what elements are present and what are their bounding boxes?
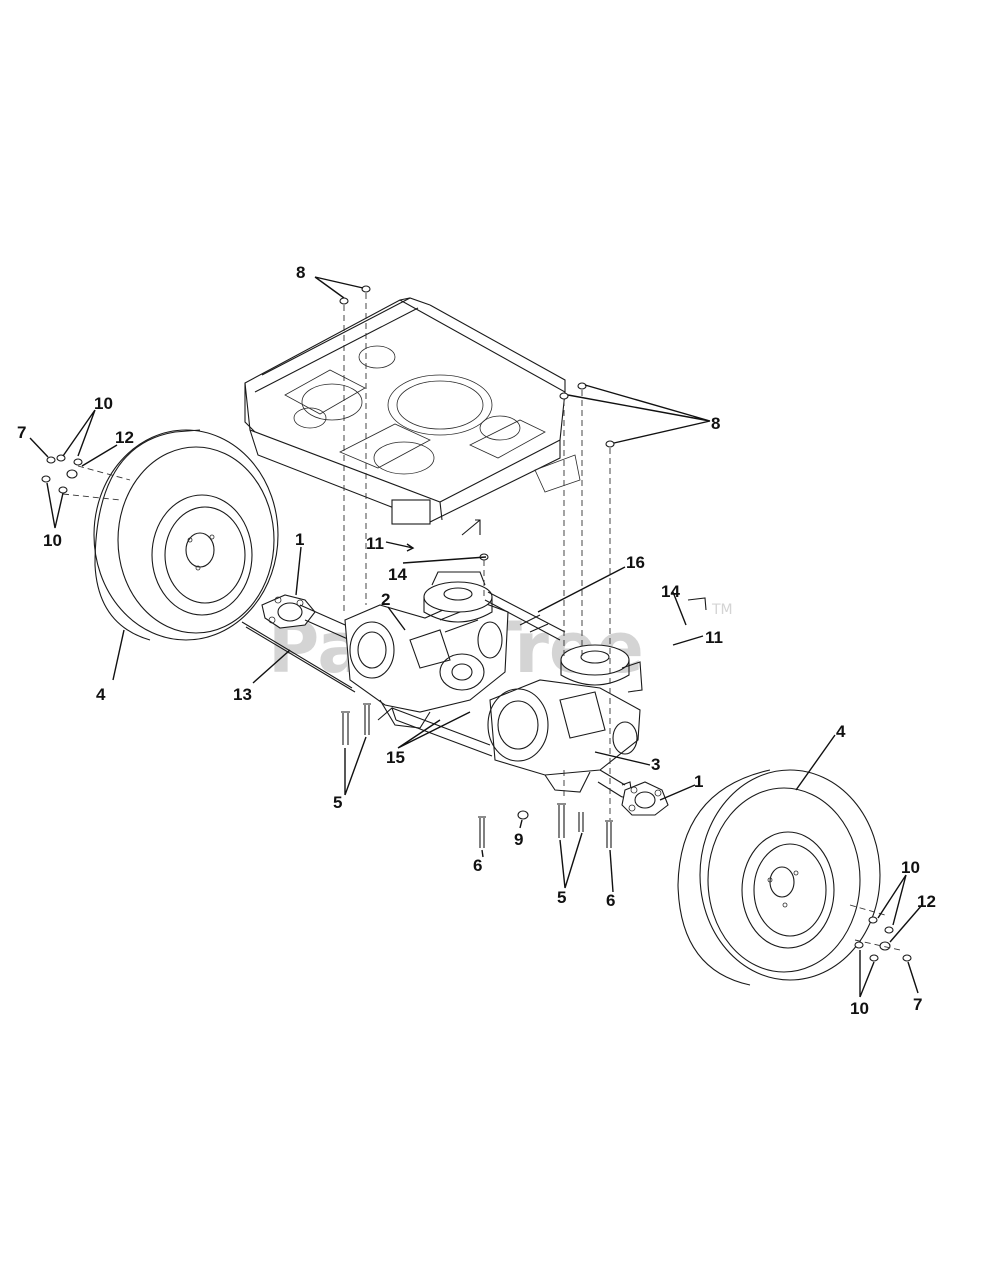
callout-6-right: 6 bbox=[606, 891, 615, 910]
callout-6-left: 6 bbox=[473, 856, 482, 875]
fasteners bbox=[41, 285, 912, 962]
callout-8-top: 8 bbox=[296, 263, 305, 282]
callout-11-left: 11 bbox=[366, 534, 384, 553]
arrow-11-left bbox=[406, 543, 415, 552]
left-pulley bbox=[423, 571, 493, 623]
callout-10-right-bottom: 10 bbox=[850, 999, 869, 1018]
callout-3: 3 bbox=[651, 755, 660, 774]
rod-16-tip bbox=[461, 519, 481, 536]
alignment-lines bbox=[62, 293, 901, 951]
callout-2: 2 bbox=[381, 590, 390, 609]
callout-10-left-bottom: 10 bbox=[43, 531, 62, 550]
frame-assembly bbox=[244, 297, 581, 525]
callout-5-right: 5 bbox=[557, 888, 566, 907]
callouts: 8 8 10 7 12 10 1 11 14 2 16 14 11 4 13 4… bbox=[17, 263, 936, 1018]
callout-14-right: 14 bbox=[661, 582, 680, 601]
callout-11-right: 11 bbox=[705, 628, 723, 647]
callout-7-left: 7 bbox=[17, 423, 26, 442]
callout-12-right: 12 bbox=[917, 892, 936, 911]
callout-7-right: 7 bbox=[913, 995, 922, 1014]
callout-1-right: 1 bbox=[694, 772, 703, 791]
right-transaxle bbox=[487, 679, 641, 793]
callout-15: 15 bbox=[386, 748, 405, 767]
bracket-right-top bbox=[687, 597, 707, 611]
right-pulley bbox=[560, 644, 630, 686]
callout-10-right-top: 10 bbox=[901, 858, 920, 877]
left-hub bbox=[261, 594, 316, 629]
callout-14-left: 14 bbox=[388, 565, 407, 584]
callout-8-right: 8 bbox=[711, 414, 720, 433]
callout-12-left: 12 bbox=[115, 428, 134, 447]
callout-1-left: 1 bbox=[295, 530, 304, 549]
callout-9: 9 bbox=[514, 830, 523, 849]
callout-4-left: 4 bbox=[96, 685, 106, 704]
right-hub bbox=[621, 781, 669, 816]
left-wheel bbox=[93, 429, 279, 641]
left-transaxle bbox=[344, 597, 509, 729]
left-axle bbox=[299, 604, 353, 641]
rod-13 bbox=[241, 621, 356, 693]
leader-lines bbox=[29, 276, 923, 998]
callout-16: 16 bbox=[626, 553, 645, 572]
callout-5-left: 5 bbox=[333, 793, 342, 812]
right-wheel bbox=[677, 769, 881, 986]
trademark-text: TM bbox=[711, 602, 733, 618]
callout-4-right: 4 bbox=[836, 722, 846, 741]
callout-13: 13 bbox=[233, 685, 252, 704]
callout-10-left-top: 10 bbox=[94, 394, 113, 413]
bracket-right bbox=[621, 661, 643, 693]
